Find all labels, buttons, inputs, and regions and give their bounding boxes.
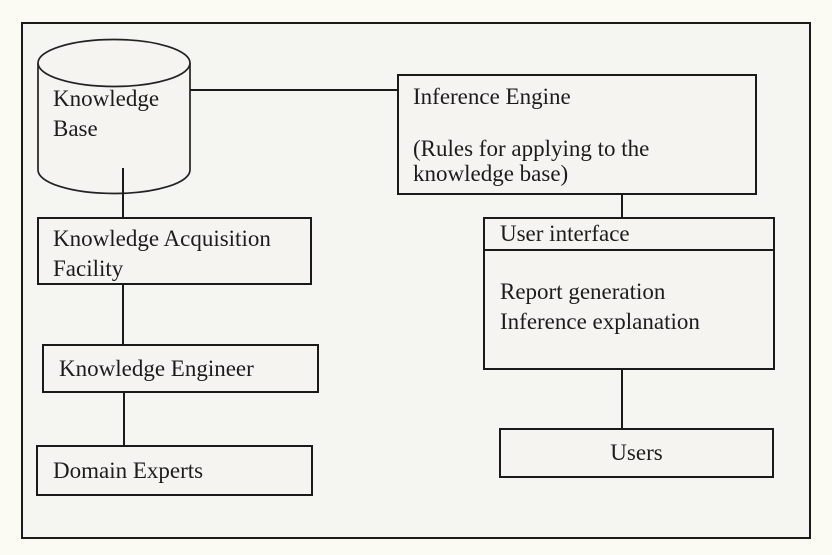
knowledge-engineer-label: Knowledge Engineer xyxy=(59,355,254,381)
node-domain-experts: Domain Experts xyxy=(36,445,313,496)
users-label: Users xyxy=(610,440,663,465)
connector-inferenceengine-userinterface xyxy=(621,183,623,217)
node-knowledge-engineer: Knowledge Engineer xyxy=(42,344,319,393)
node-knowledge-acquisition-facility: Knowledge Acquisition Facility xyxy=(37,217,312,285)
domain-experts-label: Domain Experts xyxy=(53,457,204,483)
database-cylinder-shape xyxy=(37,38,191,195)
connector-userinterface-users xyxy=(621,361,623,428)
node-users: Users xyxy=(499,428,774,478)
knowledge-base-line1: Knowledge xyxy=(53,86,160,111)
node-knowledge-base-label: Knowledge Base xyxy=(53,84,159,144)
user-interface-body1: Report generation xyxy=(500,279,666,304)
user-interface-body: Report generation Inference explanation xyxy=(485,251,773,337)
user-interface-body2: Inference explanation xyxy=(500,309,700,334)
node-inference-engine: Inference Engine (Rules for applying to … xyxy=(397,74,757,195)
user-interface-header: User interface xyxy=(485,219,773,251)
connector-acquisitionfacility-knowledgeengineer xyxy=(122,272,124,344)
inference-engine-sub2: knowledge base) xyxy=(413,161,569,186)
connector-knowledgebase-inferenceengine xyxy=(190,89,398,91)
connector-knowledgebase-acquisitionfacility xyxy=(122,168,124,217)
inference-engine-title: Inference Engine xyxy=(413,84,571,109)
inference-engine-subtext: (Rules for applying to the knowledge bas… xyxy=(399,112,755,186)
kaf-line1: Knowledge Acquisition xyxy=(53,226,271,251)
connector-knowledgeengineer-domainexperts xyxy=(123,393,125,445)
kaf-line2: Facility xyxy=(53,256,124,281)
node-user-interface: User interface Report generation Inferen… xyxy=(483,217,775,370)
inference-engine-sub1: (Rules for applying to the xyxy=(413,136,650,161)
knowledge-base-line2: Base xyxy=(53,116,98,141)
